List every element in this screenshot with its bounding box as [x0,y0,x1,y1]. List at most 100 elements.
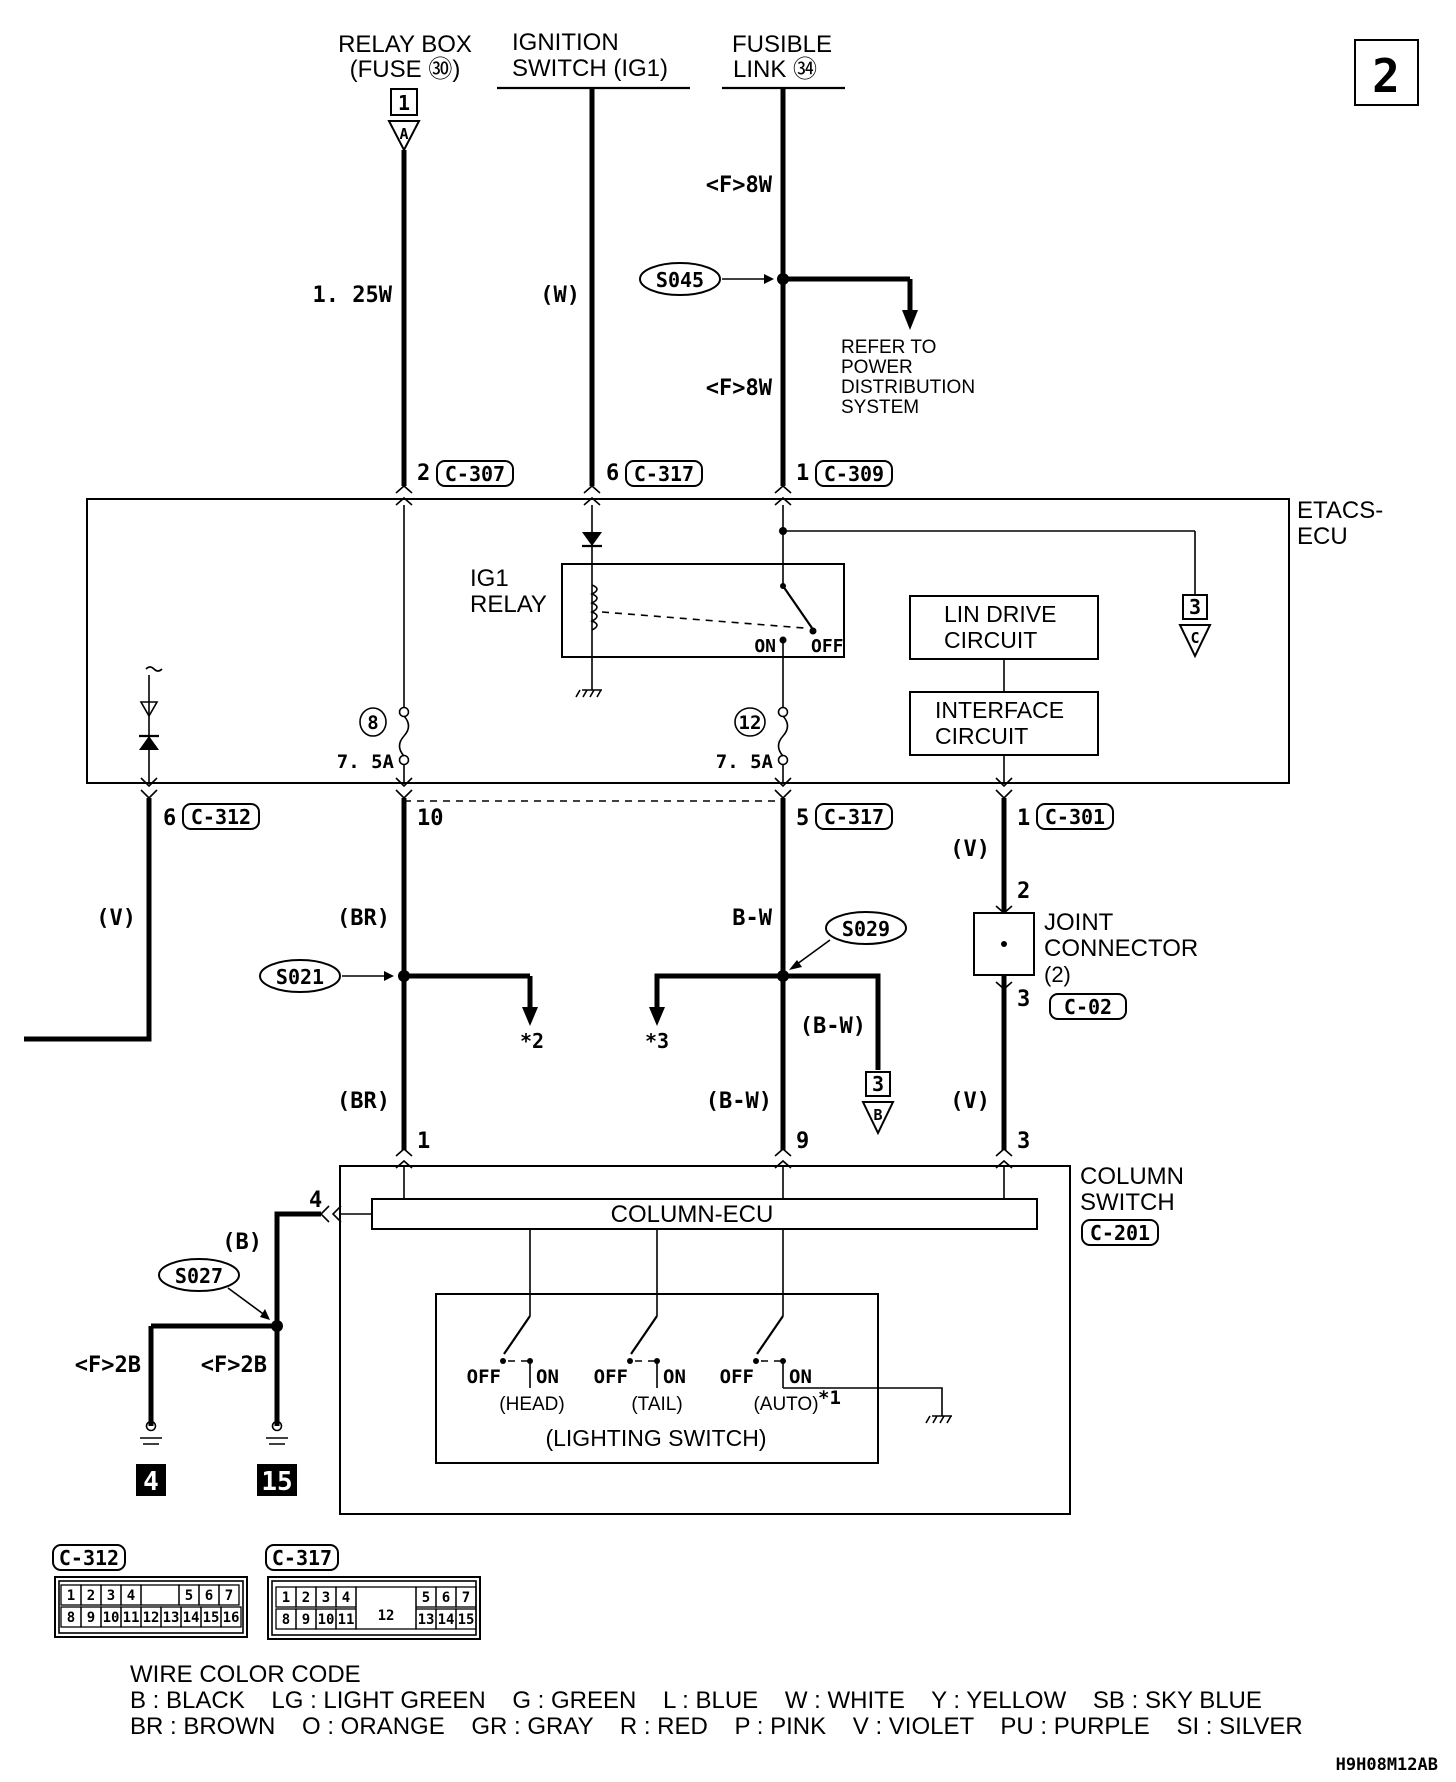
c312-pin-15-label: 15 [203,1610,220,1626]
s029-splice-dot [777,970,789,982]
ig1-relay-off-dot [809,627,817,635]
v-lower-label: (V) [950,1089,990,1114]
c317-pin-3-label: 3 [322,1590,330,1606]
ig1-ground [575,689,602,698]
relay-box-ref-triangle [387,120,421,153]
c317-pin-5-label: 5 [422,1590,430,1606]
col-pin4: 4 [309,1188,322,1213]
fuse8-rating: 7. 5A [337,751,395,773]
c317-bottom-pin: 5 [796,806,809,831]
c317-face-inner [271,1580,477,1636]
s029-splice-label: S029 [842,917,890,941]
fuse8-top [398,706,410,718]
s029-branch-right [783,973,881,1070]
bw-branch-label: (B-W) [800,1014,866,1039]
c317-pin-8-label: 8 [282,1612,290,1628]
page-number: 2 [1372,49,1400,103]
s045-pointer-head [764,274,774,284]
c312-pin-16 [220,1606,242,1628]
v-upper-label: (V) [950,837,990,862]
c312-pin: 6 [163,806,176,831]
pin10: 10 [417,806,444,831]
wire-color-code-row-2: BR : BROWN O : ORANGE GR : GRAY R : RED … [130,1713,1303,1740]
relay-wire-label: 1. 25W [313,283,393,308]
ref-3c-letter: C [1190,629,1199,647]
ig1-relay-on: ON [754,636,776,657]
lighting-switch-label: (LIGHTING SWITCH) [545,1425,766,1451]
column-ecu-label: COLUMN-ECU [611,1201,774,1228]
c312-name: C-312 [191,805,251,829]
head-off: OFF [467,1366,501,1388]
relay-box-ref-num: 1 [398,91,410,115]
relay-box-ref-box [390,88,418,116]
s021-branch-arrow [522,1007,538,1026]
ref-3c-box [1182,594,1208,620]
c317-pin-6-label: 6 [442,1590,450,1606]
s029-splice-oval [825,911,907,945]
s045-branch-arrow [902,310,918,330]
auto-name: (AUTO) [753,1394,818,1415]
c317-pin-2-label: 2 [302,1590,310,1606]
interface-label-2: CIRCUIT [935,723,1028,749]
ignition-wire-label: (W) [540,283,580,308]
c301-pin: 1 [1017,806,1030,831]
c312-pin-12-label: 12 [143,1610,160,1626]
relay-box-ref-letter: A [399,125,408,143]
lighting-ground-symbol [925,1415,952,1424]
ref-3c-triangle [1178,624,1212,659]
c312-pin-10-label: 10 [103,1610,120,1626]
c317-top-name: C-317 [634,462,694,486]
c317-pin-10-label: 10 [318,1612,335,1628]
col-pin3: 3 [1017,1129,1030,1154]
fuse12-top [777,706,789,718]
joint-connector-in [995,905,1013,915]
column-switch-label-1: COLUMN [1080,1163,1184,1190]
c312-pin-key [140,1584,180,1606]
c312-box [182,803,260,830]
ig1-relay-coil [590,584,598,631]
tail-off: OFF [594,1366,628,1388]
head-blade [503,1315,531,1355]
head-off-dot [500,1358,506,1364]
fusible-link-label-1: FUSIBLE [732,31,832,58]
c317-pin-4-label: 4 [342,1590,350,1606]
c317-pin-7-label: 7 [462,1590,470,1606]
c312-pin-16-label: 16 [223,1610,240,1626]
ground-right-terminal [271,1420,283,1432]
c317-pin-1-label: 1 [282,1590,290,1606]
c312-pin-7-label: 7 [225,1588,233,1604]
c317-top-pin: 6 [606,461,619,486]
c312-face-outer [54,1576,248,1638]
left-v-wire-label: (V) [96,906,136,931]
c307-box [436,460,514,487]
c317-pin-11-label: 11 [338,1612,355,1628]
switch-ground-line [783,1387,943,1416]
ig1-relay-pivot [780,583,786,589]
relay-box-label-2: (FUSE ㉚) [350,56,461,83]
column-switch-box [339,1165,1071,1515]
c312-pin-7 [218,1584,240,1606]
tail-name: (TAIL) [631,1394,682,1415]
ground-left-badge [136,1464,166,1496]
c317-face-outer [267,1576,481,1640]
s027-splice-oval [158,1258,240,1292]
c312-pin-5-label: 5 [185,1588,193,1604]
lin-drive-label-1: LIN DRIVE [944,601,1056,627]
c312-face-label-box [52,1544,126,1571]
s029-branch-left [654,973,783,1009]
c301-name: C-301 [1045,805,1105,829]
fusible-wire-label-top: <F>8W [706,173,773,198]
ign-diode [582,532,602,546]
head-name: (HEAD) [499,1394,564,1415]
col-pin1: 1 [417,1129,430,1154]
relay-box-label-1: RELAY BOX [338,31,472,58]
wire-color-code-row-1: B : BLACK LG : LIGHT GREEN G : GREEN L :… [130,1687,1262,1714]
c201-name: C-201 [1090,1221,1150,1245]
s027-splice-dot [271,1320,283,1332]
br-lower-label: (BR) [337,1089,390,1114]
c312-pin-4-label: 4 [127,1588,135,1604]
c301-box [1036,803,1114,830]
star3: *3 [645,1029,669,1053]
c02-box [1049,993,1127,1020]
